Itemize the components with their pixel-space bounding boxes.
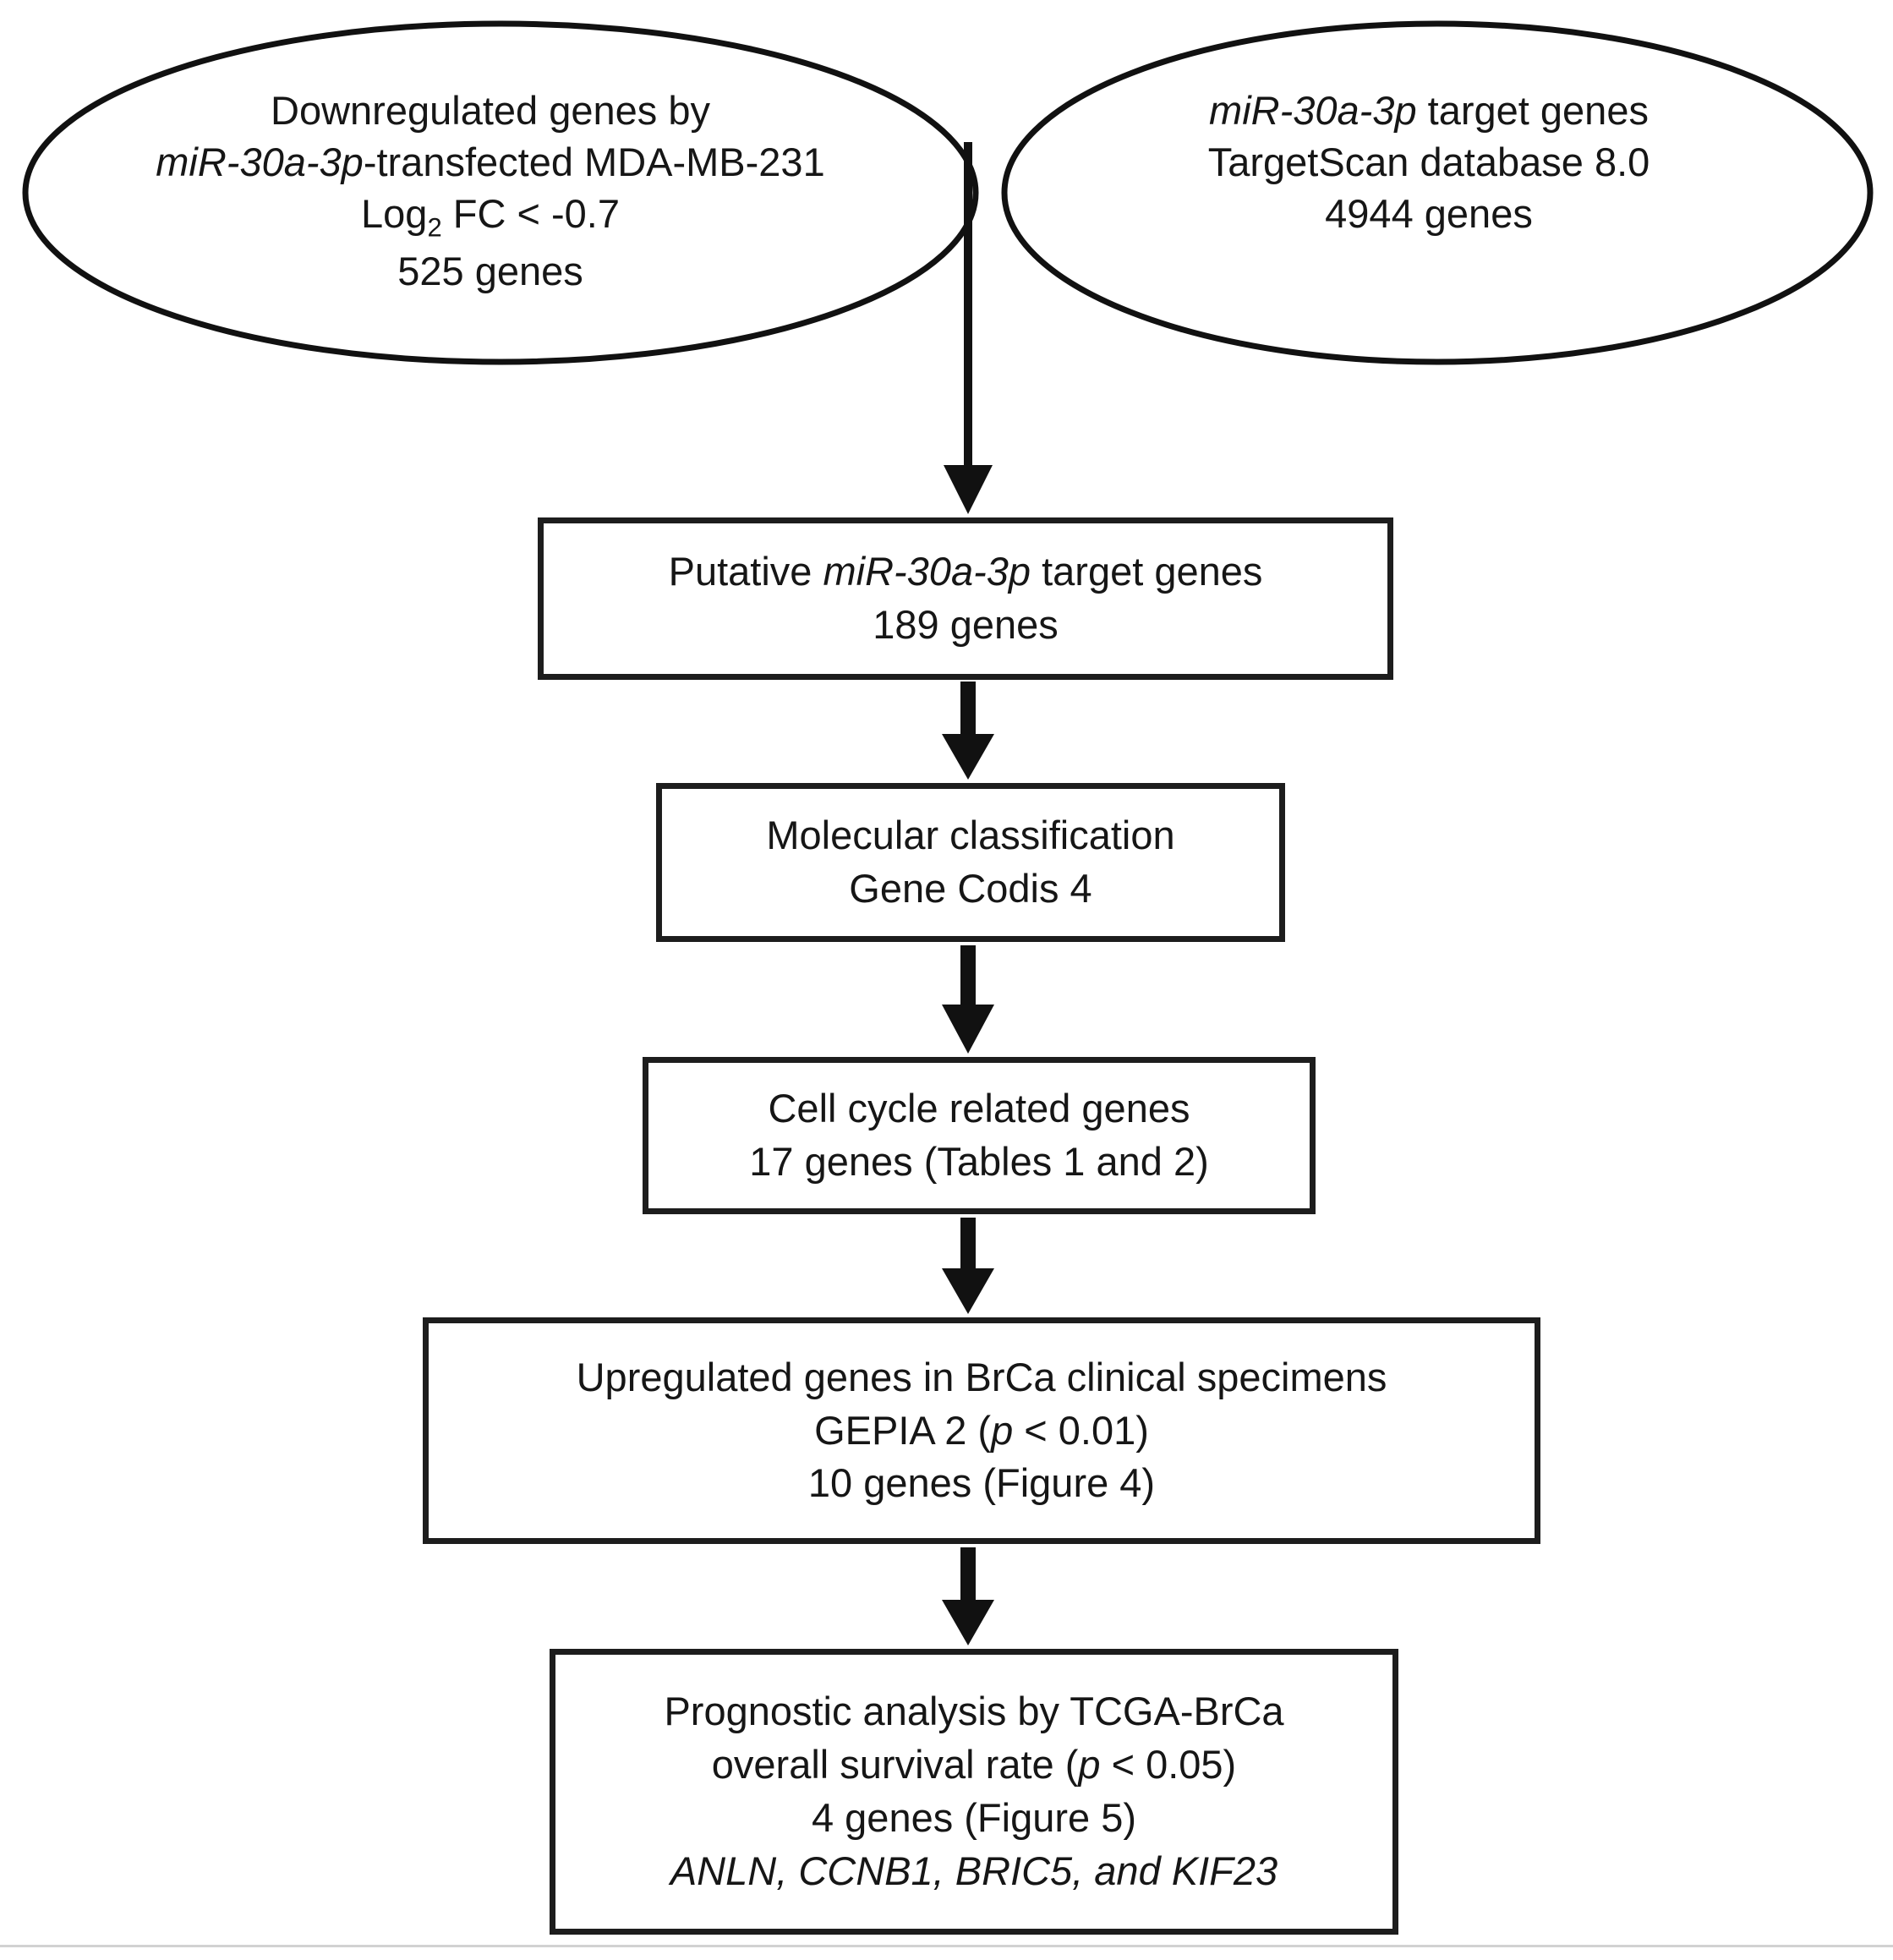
left-ellipse-cellline: -transfected MDA-MB-231 (363, 140, 825, 185)
prognostic-analysis-box: Prognostic analysis by TCGA-BrCa overall… (550, 1649, 1398, 1935)
prognostic-gene-list: ANLN, CCNB1, BRIC5, and KIF23 (670, 1848, 1278, 1893)
putative-line-2: 189 genes (873, 602, 1059, 647)
block-arrow-2-svg (942, 945, 994, 1054)
left-ellipse-log-pre: Log (361, 191, 428, 237)
prognostic-line-3: 4 genes (Figure 5) (811, 1795, 1137, 1840)
venn-ellipses-svg (22, 20, 1874, 365)
right-ellipse-mirna: miR-30a-3p (1209, 88, 1417, 133)
cellcycle-line-2: 17 genes (Tables 1 and 2) (749, 1139, 1209, 1184)
left-ellipse-fc-threshold: FC < -0.7 (441, 191, 620, 237)
left-ellipse-shape (22, 20, 979, 365)
molecular-classification-box: Molecular classification Gene Codis 4 (656, 783, 1285, 942)
upregulated-line-1: Upregulated genes in BrCa clinical speci… (576, 1354, 1387, 1399)
putative-target-genes-text: Putative miR-30a-3p target genes 189 gen… (669, 545, 1263, 652)
cell-cycle-genes-box: Cell cycle related genes 17 genes (Table… (643, 1057, 1316, 1214)
putative-to-molecular-arrow (937, 682, 999, 780)
molecular-line-1: Molecular classification (766, 813, 1175, 858)
prognostic-analysis-text: Prognostic analysis by TCGA-BrCa overall… (664, 1685, 1283, 1898)
left-ellipse-line-1: Downregulated genes by (271, 88, 710, 133)
upregulated-genes-box: Upregulated genes in BrCa clinical speci… (423, 1317, 1540, 1544)
molecular-line-2: Gene Codis 4 (849, 866, 1092, 911)
right-ellipse-line-1: miR-30a-3p target genes (1006, 85, 1852, 136)
cellcycle-to-upregulated-arrow (937, 1218, 999, 1314)
right-ellipse-label: miR-30a-3p target genes TargetScan datab… (1006, 85, 1852, 239)
upregulated-line-2: GEPIA 2 (p < 0.01) (577, 1404, 1387, 1458)
molecular-classification-text: Molecular classification Gene Codis 4 (766, 809, 1174, 916)
left-ellipse-label: Downregulated genes by miR-30a-3p-transf… (51, 85, 930, 297)
block-arrow-1-svg (942, 682, 994, 780)
right-ellipse-shape (1001, 20, 1874, 365)
right-ellipse-line-3: 4944 genes (1325, 191, 1533, 237)
block-arrow-4-svg (942, 1547, 994, 1645)
venn-to-putative-arrow (938, 142, 999, 514)
putative-suffix: target genes (1031, 549, 1263, 594)
putative-target-genes-box: Putative miR-30a-3p target genes 189 gen… (538, 517, 1393, 680)
prognostic-line-2: overall survival rate (p < 0.05) (664, 1738, 1283, 1792)
cell-cycle-genes-text: Cell cycle related genes 17 genes (Table… (749, 1082, 1208, 1189)
cellcycle-line-1: Cell cycle related genes (768, 1086, 1190, 1131)
right-ellipse-line-2: TargetScan database 8.0 (1207, 140, 1650, 185)
left-ellipse-line-3: Log2 FC < -0.7 (51, 188, 930, 245)
survival-p-threshold: < 0.05) (1100, 1742, 1237, 1788)
gepia-p-symbol: p (991, 1407, 1014, 1453)
upregulated-line-3: 10 genes (Figure 4) (807, 1460, 1156, 1506)
venn-diagram (0, 0, 1893, 397)
survival-prefix: overall survival rate ( (711, 1742, 1079, 1788)
left-ellipse-line-2: miR-30a-3p-transfected MDA-MB-231 (51, 136, 930, 188)
gepia-prefix: GEPIA 2 ( (814, 1407, 992, 1453)
gepia-p-threshold: < 0.01) (1013, 1407, 1149, 1453)
left-ellipse-log-base: 2 (427, 212, 442, 243)
putative-line-1: Putative miR-30a-3p target genes (669, 545, 1263, 599)
prognostic-line-1: Prognostic analysis by TCGA-BrCa (664, 1689, 1284, 1734)
venn-arrow-svg (944, 142, 993, 514)
survival-p-symbol: p (1078, 1742, 1101, 1788)
putative-mirna: miR-30a-3p (823, 549, 1031, 594)
molecular-to-cellcycle-arrow (937, 945, 999, 1054)
left-ellipse-mirna: miR-30a-3p (156, 140, 364, 185)
bottom-divider (0, 1945, 1893, 1947)
left-ellipse-line-4: 525 genes (397, 248, 583, 293)
right-ellipse-target-genes: target genes (1416, 88, 1649, 133)
upregulated-genes-text: Upregulated genes in BrCa clinical speci… (577, 1351, 1387, 1511)
block-arrow-3-svg (942, 1218, 994, 1314)
putative-prefix: Putative (668, 549, 823, 594)
upregulated-to-prognostic-arrow (937, 1547, 999, 1645)
